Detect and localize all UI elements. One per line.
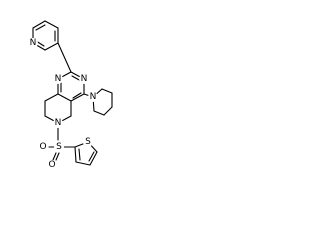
label-bg <box>83 137 93 147</box>
label-bg <box>38 142 48 152</box>
label-bg <box>28 38 38 48</box>
piperidine-ring <box>83 88 113 116</box>
double-bond <box>72 92 82 99</box>
bond <box>44 20 59 29</box>
double-bond <box>78 148 81 161</box>
label-bg <box>54 142 64 152</box>
piperidine-nitrogen-label: N <box>90 92 97 102</box>
oxygen-left-label: O <box>39 142 46 152</box>
bond <box>44 93 59 102</box>
label-bg <box>53 74 63 84</box>
atom-labels: N N N N N S O O S <box>28 38 98 170</box>
pyrimidine-n3-label: N <box>81 74 88 84</box>
bond <box>101 88 113 94</box>
thiophene-ring <box>74 141 98 166</box>
oxygen-bottom-label: O <box>48 160 55 170</box>
bond <box>89 151 98 166</box>
bond <box>75 161 91 166</box>
sulfonyl-sulfur-label: S <box>56 142 62 152</box>
bond <box>103 106 113 116</box>
bond <box>32 20 46 29</box>
label-bg <box>47 160 57 170</box>
double-bond <box>88 151 95 162</box>
molecule-structure: N N N N N S O O S <box>28 20 113 170</box>
sulfonyl-group <box>48 122 76 161</box>
label-bg <box>53 118 63 128</box>
label-bg <box>79 74 89 84</box>
thiophene-sulfur-label: S <box>85 137 91 147</box>
bond <box>57 93 72 102</box>
bond <box>57 42 72 73</box>
label-bg <box>88 92 98 102</box>
bond <box>52 152 57 161</box>
bond <box>74 146 77 163</box>
ring-nitrogen-label: N <box>55 118 62 128</box>
bond <box>44 42 59 51</box>
double-bond <box>35 24 46 31</box>
bond <box>93 110 105 116</box>
pyrimidine-n1-label: N <box>55 74 62 84</box>
bond <box>70 93 85 102</box>
structure-diagram: N N N N N S O O S <box>0 0 114 184</box>
pyridine-nitrogen-label: N <box>30 38 37 48</box>
bond <box>55 152 60 161</box>
